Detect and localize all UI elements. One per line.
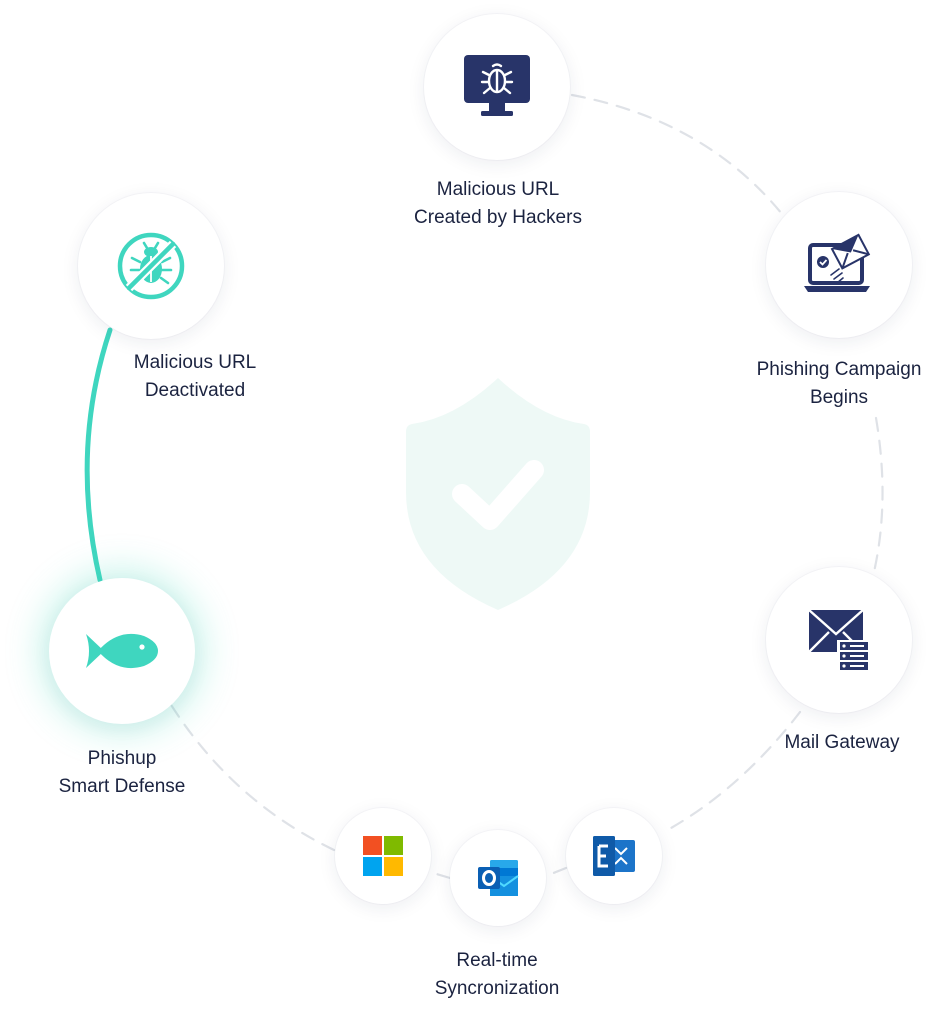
label-mail-gateway: Mail Gateway (784, 729, 899, 757)
connector-phishing-to-gateway (872, 416, 884, 574)
label-line: Real-time (456, 950, 538, 971)
bug-blocked-icon (117, 232, 185, 300)
monitor-bug-icon (464, 55, 530, 116)
laptop-email-icon (804, 233, 871, 292)
label-malicious-url-created: Malicious URL Created by Hackers (414, 176, 582, 232)
label-line: Deactivated (144, 380, 246, 401)
node-malicious-url-created (424, 14, 570, 160)
label-line: Created by Hackers (414, 207, 582, 228)
label-line: Mail Gateway (784, 732, 900, 753)
fish-icon (86, 633, 158, 669)
label-url-deactivated: Malicious URL Deactivated (134, 349, 256, 405)
label-line: Malicious URL (436, 179, 560, 200)
node-phishup-defense (49, 578, 195, 724)
label-realtime-sync: Real-time Syncronization (435, 947, 560, 1003)
label-line: Smart Defense (58, 776, 186, 797)
label-line: Syncronization (434, 978, 560, 999)
label-line: Malicious URL (133, 352, 257, 373)
shield-check-icon (406, 378, 590, 610)
connector-exchange-to-outlook (544, 866, 568, 878)
connector-top-to-phishing (570, 93, 784, 216)
connector-microsoft-to-phishup (166, 698, 336, 852)
connector-outlook-to-microsoft (428, 870, 452, 880)
label-line: Phishing Campaign (756, 359, 922, 380)
label-phishing-campaign: Phishing Campaign Begins (757, 356, 922, 412)
node-url-deactivated (78, 193, 224, 339)
connector-phishup-to-deactivated (84, 327, 113, 583)
node-mail-gateway (766, 567, 912, 713)
mail-server-icon (808, 609, 869, 670)
label-line: Begins (809, 387, 869, 408)
connector-gateway-to-exchange (662, 710, 802, 834)
label-phishup-defense: Phishup Smart Defense (59, 745, 186, 801)
microsoft-logo-icon (363, 836, 403, 876)
node-exchange (566, 808, 662, 904)
outlook-icon (478, 860, 519, 896)
node-microsoft (335, 808, 431, 904)
node-phishing-campaign (766, 192, 912, 338)
node-outlook (450, 830, 546, 926)
exchange-icon (593, 836, 635, 876)
label-line: Phishup (87, 748, 157, 769)
